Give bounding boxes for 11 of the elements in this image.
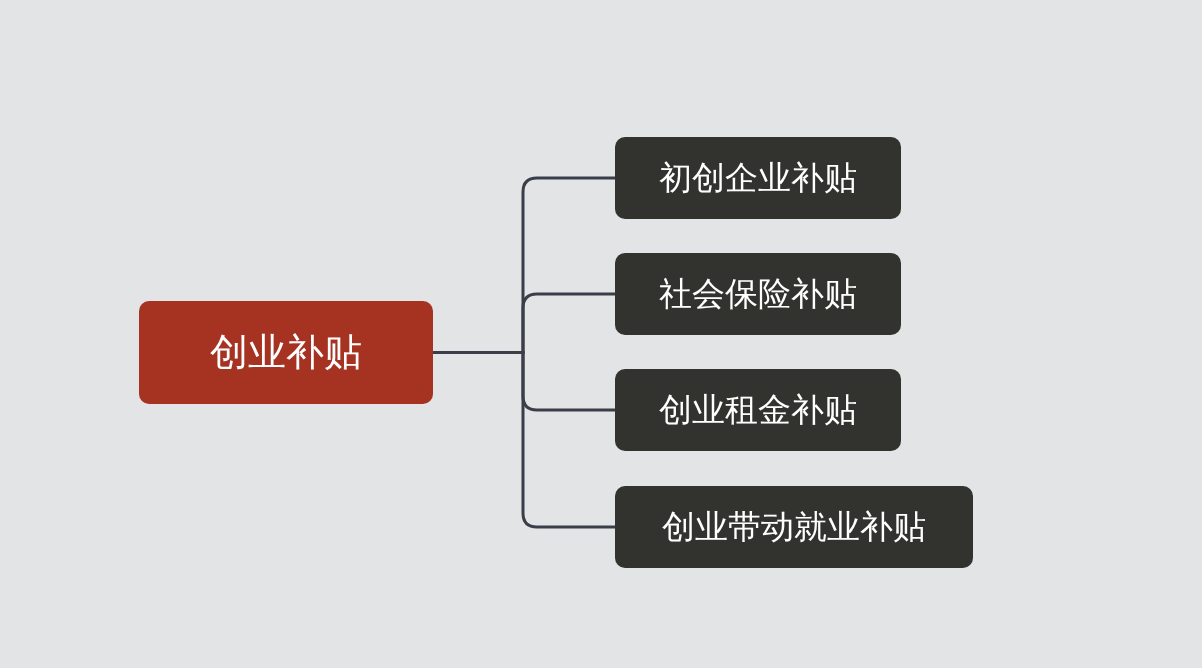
topic-text: 创业带动就业补贴	[662, 507, 926, 547]
topic-text: 创业补贴	[210, 329, 362, 376]
subtopic-box	[615, 253, 901, 335]
topic-text: 创业租金补贴	[659, 390, 857, 430]
topic-text: 初创企业补贴	[659, 158, 857, 198]
subtopic-box	[615, 369, 901, 451]
root-topic-box	[139, 301, 433, 404]
subtopic-box	[615, 137, 901, 219]
subtopic-box	[615, 486, 973, 568]
topic-text: 社会保险补贴	[659, 274, 857, 314]
connector-line	[433, 351, 615, 529]
